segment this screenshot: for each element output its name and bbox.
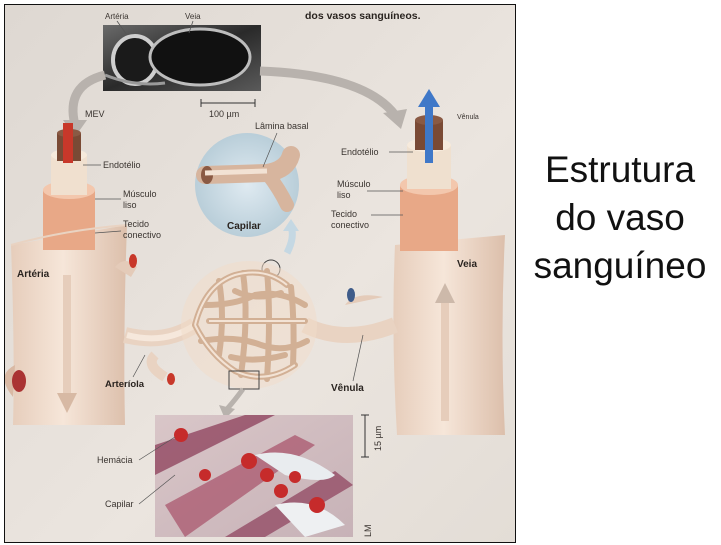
sem-method-label: MEV (85, 109, 105, 119)
lm-micrograph (155, 415, 353, 537)
lm-scale-label: 15 µm (373, 426, 383, 451)
vein-name: Veia (457, 259, 477, 270)
sem-label-artery: Artéria (105, 12, 129, 21)
artery-endothelium-label: Endotélio (103, 160, 141, 170)
basal-lamina-label: Lâmina basal (255, 121, 309, 131)
venule-label: Vênula (331, 383, 364, 394)
capillary-name: Capilar (227, 221, 261, 232)
vein-connective-line-1: Tecido (331, 209, 357, 219)
vein-muscle-line-2: liso (337, 190, 351, 200)
venule-top-label: Vênula (457, 114, 479, 121)
lm-capillary-label: Capilar (105, 499, 134, 509)
lm-method-label: LM (363, 524, 373, 537)
slide-title-line-1: Estrutura (522, 146, 718, 194)
artery-name: Artéria (17, 269, 50, 280)
sem-label-vein: Veia (185, 12, 201, 21)
figure-header: dos vasos sanguíneos. (305, 10, 421, 22)
artery-muscle-line-1: Músculo (123, 189, 157, 199)
slide-title: Estrutura do vaso sanguíneo (522, 146, 718, 290)
slide-title-line-2: do vaso (522, 194, 718, 242)
vein-connective-line-2: conectivo (331, 220, 369, 230)
red-cell-label: Hemácia (97, 455, 133, 465)
artery-connective-line-1: Tecido (123, 219, 149, 229)
artery-connective-line-2: conectivo (123, 230, 161, 240)
artery-flow-arrow (63, 123, 73, 163)
slide-title-line-3: sanguíneo (522, 242, 718, 290)
vein-muscle-line-1: Músculo (337, 179, 371, 189)
vein-endothelium-label: Endotélio (341, 147, 379, 157)
vein-flow-arrow (425, 103, 433, 163)
artery-muscle-line-2: liso (123, 200, 137, 210)
arteriole-label: Arteríola (105, 379, 145, 390)
sem-scale-label: 100 µm (209, 109, 239, 119)
textbook-photo: dos vasos sanguíneos. Artéria Veia MEV 1… (4, 4, 516, 543)
